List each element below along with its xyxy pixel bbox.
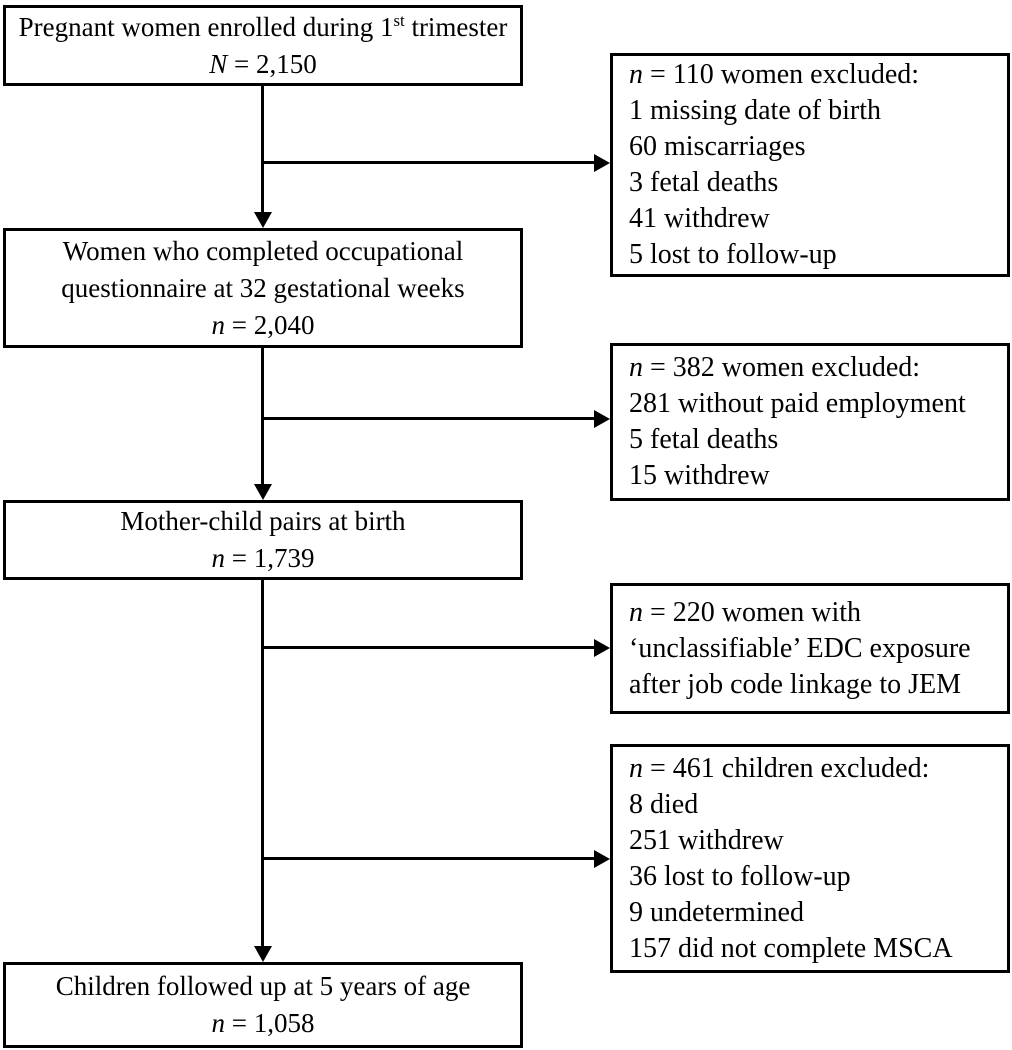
- count-value: = 1,058: [225, 1008, 315, 1038]
- flow-box-title: Women who completed occupational: [62, 235, 464, 266]
- exclusion-header: n = 220 women with: [629, 595, 1001, 631]
- flow-box-followup: Children followed up at 5 years of age n…: [3, 962, 523, 1048]
- count-variable: n: [629, 596, 643, 628]
- exclusion-detail: after job code linkage to JEM: [629, 668, 962, 700]
- count-variable: n: [211, 543, 226, 573]
- exclusion-detail: 281 without paid employment: [629, 388, 966, 419]
- superscript-ordinal: st: [393, 10, 405, 30]
- count-value: = 1,739: [225, 543, 315, 573]
- exclusion-box-382: n = 382 women excluded: 281 without paid…: [610, 343, 1010, 501]
- exclusion-box-110: n = 110 women excluded: 1 missing date o…: [610, 53, 1010, 277]
- exclusion-header: n = 461 children excluded:: [629, 751, 1001, 787]
- flow-box-title: Pregnant women enrolled during 1st trime…: [6, 9, 520, 46]
- title-text: Pregnant women enrolled during 1: [18, 11, 394, 42]
- connector-line-horizontal: [262, 646, 595, 649]
- arrowhead-right-icon: [594, 154, 610, 172]
- flow-box-title: Children followed up at 5 years of age: [55, 971, 471, 1001]
- connector-line-horizontal: [262, 161, 595, 164]
- exclusion-box-220: n = 220 women with ‘unclassifiable’ EDC …: [610, 583, 1010, 714]
- flow-box-title: Mother-child pairs at birth: [120, 506, 406, 536]
- arrowhead-down-icon: [254, 946, 272, 962]
- connector-line-vertical: [261, 86, 264, 214]
- flow-box-count: n = 2,040: [6, 307, 520, 344]
- count-value: = 2,040: [225, 309, 315, 340]
- arrowhead-down-icon: [254, 212, 272, 228]
- exclusion-detail: 15 withdrew: [629, 460, 770, 491]
- exclusion-detail: 251 withdrew: [629, 824, 784, 856]
- count-value: = 2,150: [227, 48, 317, 79]
- arrowhead-down-icon: [254, 484, 272, 500]
- exclusion-detail: 8 died: [629, 788, 699, 820]
- count-variable: n: [211, 309, 226, 340]
- connector-line-horizontal: [262, 857, 595, 860]
- exclusion-detail: 60 miscarriages: [629, 131, 806, 162]
- flow-box-enrolled: Pregnant women enrolled during 1st trime…: [3, 5, 523, 86]
- flow-box-birth-pairs: Mother-child pairs at birth n = 1,739: [3, 500, 523, 580]
- count-variable: n: [629, 752, 643, 784]
- count-value: = 110 women excluded:: [643, 59, 920, 90]
- exclusion-header: n = 110 women excluded:: [629, 57, 1001, 93]
- exclusion-box-461: n = 461 children excluded: 8 died 251 wi…: [610, 744, 1010, 973]
- arrowhead-right-icon: [594, 850, 610, 868]
- exclusion-detail: 1 missing date of birth: [629, 95, 881, 126]
- count-variable: N: [209, 48, 228, 79]
- flow-box-count: n = 1,058: [6, 1005, 520, 1042]
- arrowhead-right-icon: [594, 410, 610, 428]
- count-value: = 382 women excluded:: [643, 352, 921, 383]
- connector-line-horizontal: [262, 417, 595, 420]
- count-variable: n: [629, 352, 643, 383]
- count-value: = 461 children excluded:: [643, 752, 930, 784]
- count-value: = 220 women with: [643, 596, 861, 628]
- arrowhead-right-icon: [594, 639, 610, 657]
- count-variable: n: [629, 59, 643, 90]
- flow-box-count: N = 2,150: [6, 46, 520, 83]
- connector-line-vertical: [261, 580, 264, 948]
- flow-box-title: questionnaire at 32 gestational weeks: [61, 272, 465, 303]
- flow-box-questionnaire: Women who completed occupational questio…: [3, 228, 523, 348]
- count-variable: n: [211, 1008, 226, 1038]
- exclusion-detail: ‘unclassifiable’ EDC exposure: [629, 632, 971, 664]
- exclusion-detail: 157 did not complete MSCA: [629, 932, 953, 964]
- exclusion-detail: 9 undetermined: [629, 896, 804, 928]
- exclusion-detail: 5 fetal deaths: [629, 424, 779, 455]
- exclusion-header: n = 382 women excluded:: [629, 350, 1001, 386]
- exclusion-detail: 3 fetal deaths: [629, 167, 779, 198]
- exclusion-detail: 41 withdrew: [629, 203, 770, 234]
- flow-box-count: n = 1,739: [6, 540, 520, 577]
- title-text: trimester: [404, 11, 508, 42]
- exclusion-detail: 36 lost to follow-up: [629, 860, 851, 892]
- exclusion-detail: 5 lost to follow-up: [629, 239, 837, 270]
